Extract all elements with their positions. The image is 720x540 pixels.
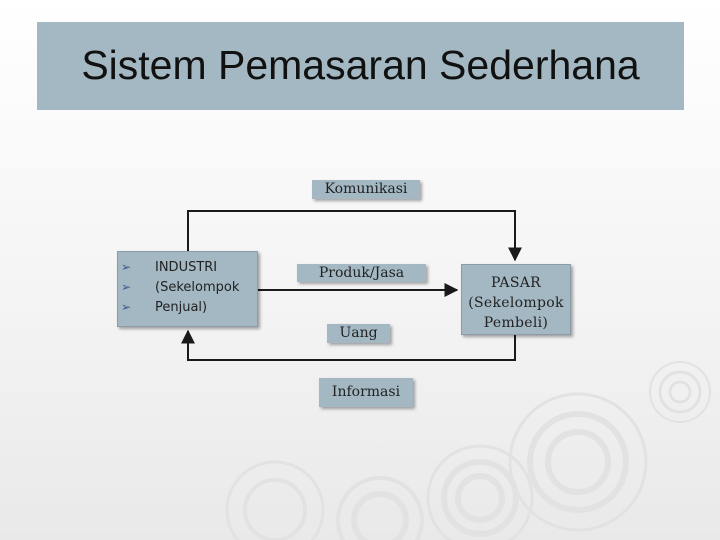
pasar-line-1: PASAR (462, 273, 570, 293)
komunikasi-label: Komunikasi (312, 180, 420, 199)
industri-line-2: ➢ (Sekelompok (121, 277, 239, 297)
arrow-bullet-icon: ➢ (121, 260, 155, 274)
uang-label: Uang (327, 324, 390, 343)
informasi-label: Informasi (319, 378, 413, 407)
industri-line-1: ➢ INDUSTRI (121, 257, 239, 277)
arrow-bullet-icon: ➢ (121, 280, 155, 294)
arrow-bullet-icon: ➢ (121, 300, 155, 314)
industri-box: ➢ INDUSTRI ➢ (Sekelompok ➢ Penjual) (117, 251, 258, 327)
produk-jasa-label: Produk/Jasa (297, 264, 426, 282)
pasar-box: PASAR (Sekelompok Pembeli) (461, 264, 571, 335)
pasar-line-2: (Sekelompok (462, 293, 570, 313)
pasar-line-3: Pembeli) (462, 313, 570, 333)
industri-line-3: ➢ Penjual) (121, 297, 239, 317)
